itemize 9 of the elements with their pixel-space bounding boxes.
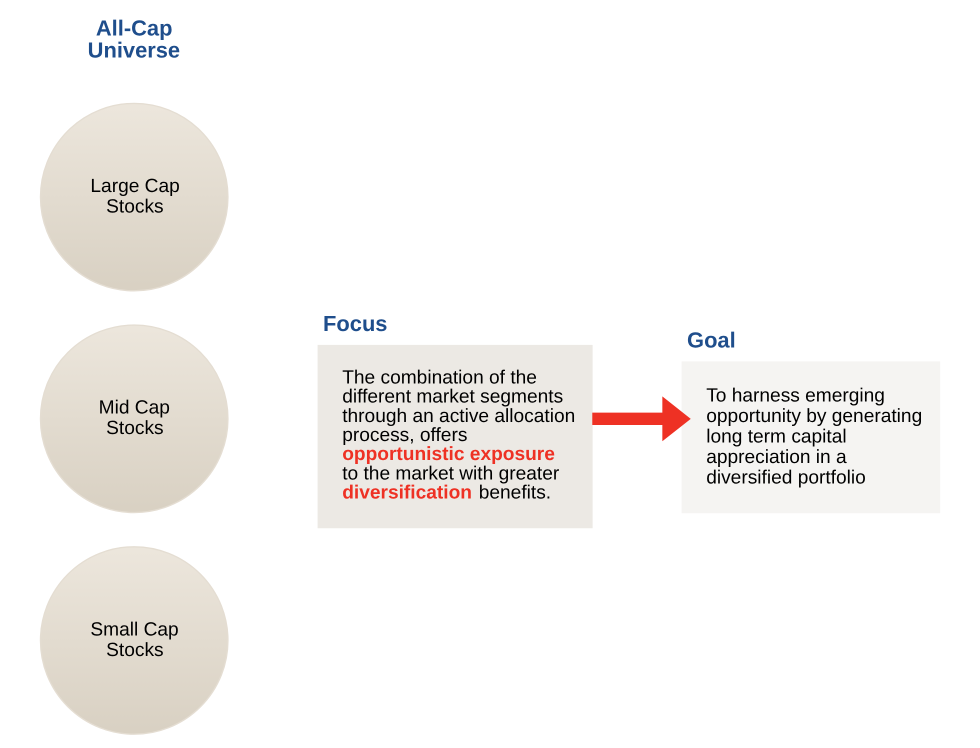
node-label: Goal [687, 327, 736, 352]
node-box: To harness emerging opportunity by generating long term capital appreciation in a diversified portfolio [682, 361, 940, 514]
node-circle: Mid Cap Stocks [40, 324, 229, 514]
node-circle: Large Cap Stocks [40, 102, 229, 292]
node-label: Focus [323, 310, 388, 336]
label: All-Cap Universe [88, 15, 180, 62]
node-box: The combination of the different market segments through an active allocation process, offers opportunistic exposure to the market with greater diversification benefits. [318, 344, 593, 528]
node-circle: Small Cap Stocks [40, 546, 229, 735]
arrow [592, 396, 691, 442]
